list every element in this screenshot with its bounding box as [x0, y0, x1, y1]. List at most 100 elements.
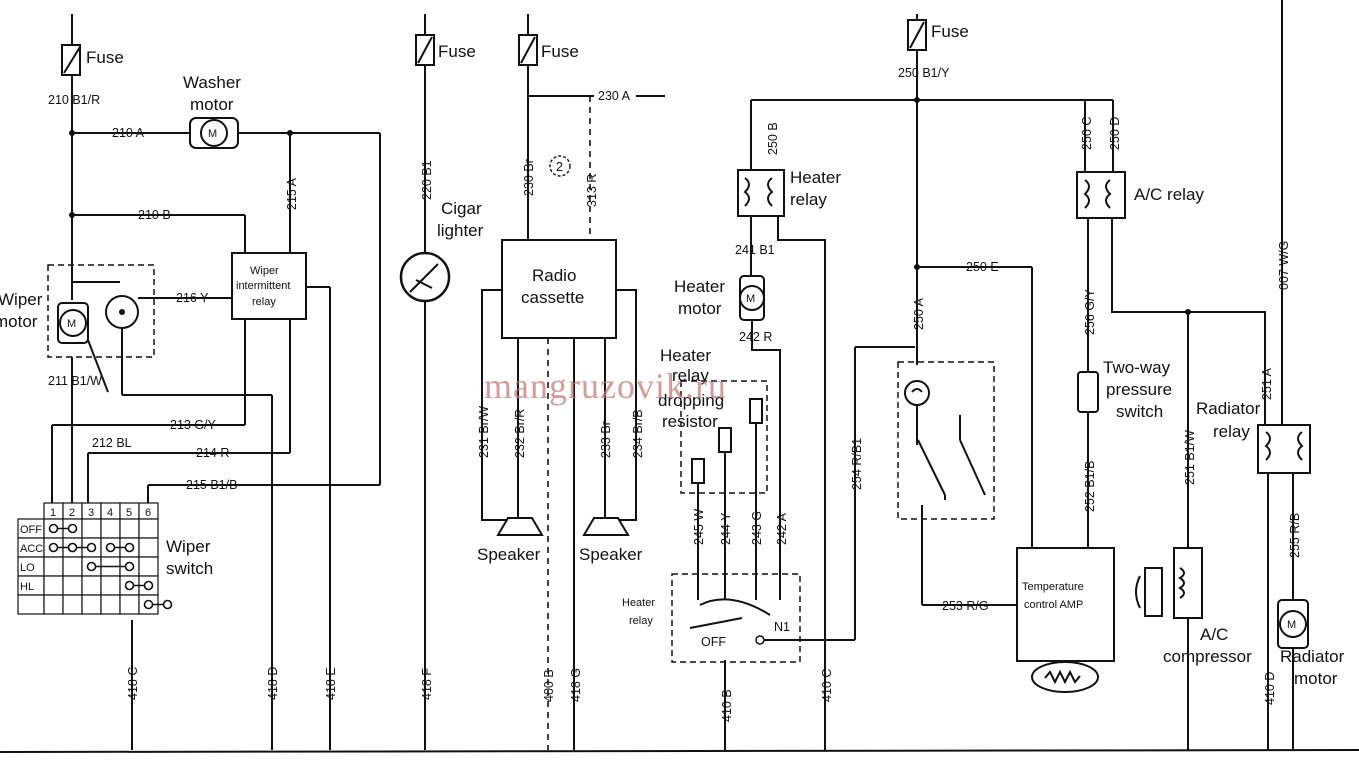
svg-text:418 C: 418 C — [126, 667, 140, 700]
switch-contact — [162, 599, 173, 610]
svg-text:243 G: 243 G — [750, 511, 764, 545]
svg-text:242 R: 242 R — [739, 330, 772, 344]
svg-text:lighter: lighter — [437, 221, 484, 240]
switch-contact — [124, 542, 135, 553]
svg-text:Wiper: Wiper — [250, 265, 279, 277]
svg-text:Wiper: Wiper — [0, 290, 43, 309]
switch-row-label: OFF — [20, 524, 42, 536]
svg-text:Fuse: Fuse — [541, 42, 579, 61]
svg-text:252 B1/B: 252 B1/B — [1083, 461, 1097, 512]
svg-text:251 B1/W: 251 B1/W — [1183, 430, 1197, 485]
svg-text:switch: switch — [1116, 402, 1163, 421]
svg-text:214 R: 214 R — [196, 446, 229, 460]
switch-row-label: LO — [20, 562, 35, 574]
svg-text:Heater: Heater — [790, 168, 841, 187]
switch-contact — [124, 561, 135, 572]
svg-text:motor: motor — [678, 299, 722, 318]
switch-col-label: 6 — [145, 507, 151, 519]
svg-text:418 F: 418 F — [420, 668, 434, 700]
svg-text:A/C: A/C — [1200, 625, 1228, 644]
switch-cell — [100, 594, 121, 615]
svg-text:Speaker: Speaker — [477, 545, 541, 564]
svg-text:250 A: 250 A — [912, 297, 926, 330]
svg-text:232 Br/R: 232 Br/R — [513, 409, 527, 458]
svg-text:motor: motor — [190, 95, 234, 114]
svg-text:250 B: 250 B — [766, 122, 780, 155]
svg-text:OFF: OFF — [701, 635, 726, 649]
switch-cell — [100, 575, 121, 596]
svg-text:418 G: 418 G — [569, 668, 583, 702]
svg-text:250 C: 250 C — [1080, 117, 1094, 150]
svg-text:Cigar: Cigar — [441, 199, 482, 218]
switch-row-label: ACC — [20, 543, 43, 555]
svg-text:compressor: compressor — [1163, 647, 1252, 666]
switch-row-header — [17, 594, 45, 615]
switch-contact — [67, 542, 78, 553]
svg-text:418 E: 418 E — [324, 667, 338, 700]
ground-bus — [0, 749, 1359, 753]
svg-text:Washer: Washer — [183, 73, 241, 92]
switch-cell — [43, 575, 64, 596]
svg-text:220 B1: 220 B1 — [420, 160, 434, 200]
svg-text:dropping: dropping — [658, 391, 724, 410]
svg-text:relay: relay — [1213, 422, 1250, 441]
svg-text:Fuse: Fuse — [86, 48, 124, 67]
radiator-motor-icon — [1279, 610, 1307, 638]
svg-text:relay: relay — [252, 296, 276, 308]
svg-text:410 B: 410 B — [720, 689, 734, 722]
svg-text:211 B1/W: 211 B1/W — [48, 374, 102, 388]
switch-cell — [119, 518, 140, 539]
svg-text:418 D: 418 D — [266, 667, 280, 700]
svg-text:231 Br/W: 231 Br/W — [477, 406, 491, 458]
svg-text:210 B: 210 B — [138, 208, 171, 222]
switch-contact — [105, 542, 116, 553]
svg-text:242 A: 242 A — [775, 512, 789, 545]
svg-text:250 E: 250 E — [966, 260, 999, 274]
switch-cell — [100, 518, 121, 539]
switch-cell — [138, 518, 159, 539]
switch-contact — [124, 580, 135, 591]
switch-contact — [48, 542, 59, 553]
watermark: mangruzovik.ru — [484, 366, 727, 406]
svg-text:410 D: 410 D — [1263, 672, 1277, 705]
switch-row-label: HL — [20, 581, 34, 593]
switch-col-label: 2 — [69, 507, 75, 519]
svg-text:M: M — [208, 128, 217, 140]
switch-contact — [143, 580, 154, 591]
heater-motor-icon — [739, 285, 765, 311]
svg-text:230 Br: 230 Br — [522, 159, 536, 196]
switch-cell — [138, 556, 159, 577]
svg-text:216 Y: 216 Y — [176, 291, 209, 305]
switch-col-label: 3 — [88, 507, 94, 519]
svg-text:Two-way: Two-way — [1103, 358, 1171, 377]
svg-text:M: M — [746, 293, 755, 305]
speaker-left-icon — [496, 517, 544, 536]
svg-text:244 Y: 244 Y — [719, 512, 733, 545]
washer-motor-icon — [200, 119, 228, 147]
switch-contact — [67, 523, 78, 534]
svg-text:Radiator: Radiator — [1280, 647, 1345, 666]
switch-cell — [81, 518, 102, 539]
svg-text:motor: motor — [1294, 669, 1338, 688]
svg-text:253 R/G: 253 R/G — [942, 599, 989, 613]
svg-text:234 Br/B: 234 Br/B — [631, 409, 645, 458]
switch-cell — [81, 594, 102, 615]
switch-col-label: 1 — [50, 507, 56, 519]
svg-text:cassette: cassette — [521, 288, 584, 307]
svg-text:intermittent: intermittent — [236, 280, 290, 292]
svg-text:Wiper: Wiper — [166, 537, 211, 556]
switch-col-label: 5 — [126, 507, 132, 519]
svg-text:212 BL: 212 BL — [92, 436, 132, 450]
svg-text:007 W/G: 007 W/G — [1277, 241, 1291, 290]
svg-text:motor: motor — [0, 312, 38, 331]
switch-contact — [86, 561, 97, 572]
svg-text:254 R/B1: 254 R/B1 — [850, 438, 864, 490]
svg-text:213 G/Y: 213 G/Y — [170, 418, 217, 432]
svg-text:Heater: Heater — [660, 346, 711, 365]
svg-text:M: M — [67, 318, 76, 330]
switch-cell — [43, 594, 64, 615]
svg-text:215 B1/B: 215 B1/B — [186, 478, 237, 492]
svg-text:241 B1: 241 B1 — [735, 243, 775, 257]
svg-text:Radio: Radio — [532, 266, 576, 285]
